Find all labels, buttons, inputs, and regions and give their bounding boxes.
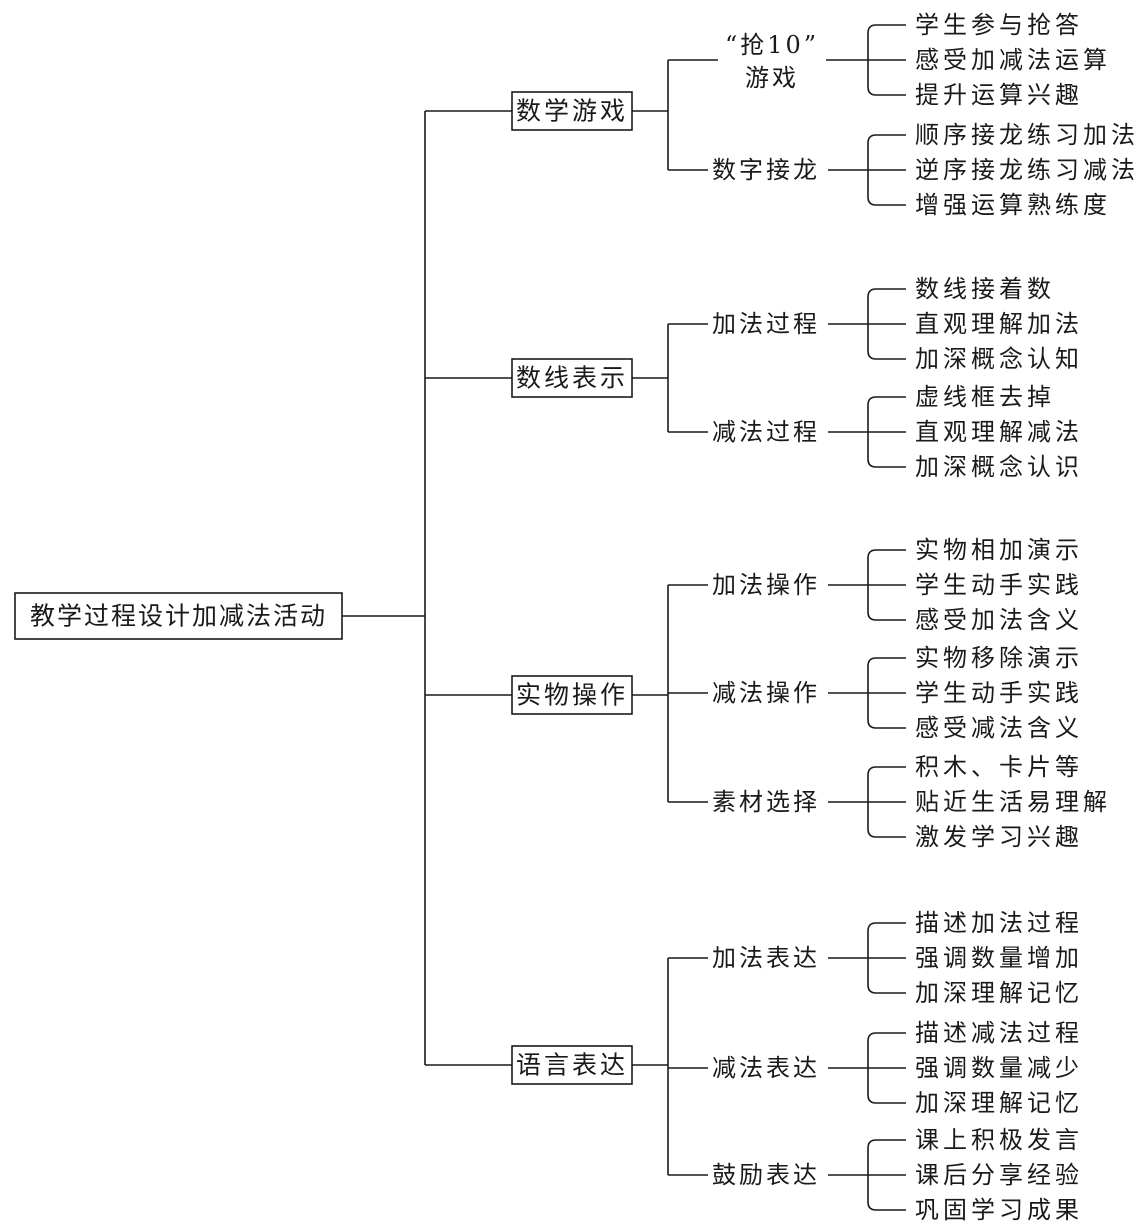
leaf-label-3-2-1: 课后分享经验: [915, 1161, 1083, 1189]
leaf-label-2-0-1: 学生动手实践: [915, 571, 1083, 599]
root-node-box: [14, 592, 343, 640]
leaf-label-3-1-2: 加深理解记忆: [915, 1089, 1083, 1117]
subtopic-label-2-1: 减法操作: [712, 679, 820, 707]
leaf-label-0-0-0: 学生参与抢答: [915, 11, 1083, 39]
leaf-label-2-2-1: 贴近生活易理解: [915, 788, 1111, 816]
leaf-label-3-1-0: 描述减法过程: [915, 1019, 1083, 1047]
category-box-3: [511, 1045, 633, 1085]
subtopic-label-3-0: 加法表达: [712, 944, 820, 972]
leaf-label-0-0-1: 感受加减法运算: [915, 46, 1111, 74]
category-label-1: 数线表示: [516, 364, 628, 393]
leaf-label-2-1-1: 学生动手实践: [915, 679, 1083, 707]
subtopic-label-3-1: 减法表达: [712, 1054, 820, 1082]
subtopic-label-1-0: 加法过程: [712, 310, 820, 338]
leaf-label-3-2-0: 课上积极发言: [915, 1126, 1083, 1154]
subtopic-label-2-0: 加法操作: [712, 571, 820, 599]
subtopic-label-0-0-0: “抢10”: [725, 31, 819, 59]
leaf-label-3-2-2: 巩固学习成果: [915, 1196, 1083, 1224]
leaf-label-0-1-1: 逆序接龙练习减法: [915, 156, 1137, 184]
leaf-label-2-1-2: 感受减法含义: [915, 714, 1083, 742]
leaf-label-1-1-0: 虚线框去掉: [915, 383, 1055, 411]
leaf-label-0-0-2: 提升运算兴趣: [915, 81, 1083, 109]
subtopic-label-0-0-1: 游戏: [745, 64, 799, 92]
diagram-nodes: 教学过程设计加减法活动 数学游戏 “抢10” 游戏 学生参与抢答感受加减法运算提升运算兴…: [14, 11, 1137, 1224]
leaf-label-2-2-0: 积木、卡片等: [915, 753, 1083, 781]
leaf-label-1-0-0: 数线接着数: [915, 275, 1055, 303]
leaf-label-2-0-0: 实物相加演示: [915, 536, 1083, 564]
root-node-label: 教学过程设计加减法活动: [30, 602, 327, 631]
leaf-label-3-0-1: 强调数量增加: [915, 944, 1083, 972]
category-box-2: [511, 675, 633, 715]
category-box-1: [511, 358, 633, 398]
category-label-0: 数学游戏: [516, 97, 628, 126]
category-label-2: 实物操作: [516, 681, 628, 710]
subtopic-label-0-1: 数字接龙: [712, 156, 820, 184]
leaf-label-0-1-0: 顺序接龙练习加法: [915, 121, 1137, 149]
subtopic-label-2-2: 素材选择: [712, 788, 820, 816]
leaf-label-1-0-1: 直观理解加法: [915, 310, 1083, 338]
subtopic-label-1-1: 减法过程: [712, 418, 820, 446]
leaf-label-2-1-0: 实物移除演示: [915, 644, 1083, 672]
category-box-0: [511, 91, 633, 131]
leaf-label-3-1-1: 强调数量减少: [915, 1054, 1083, 1082]
leaf-label-2-0-2: 感受加法含义: [915, 606, 1083, 634]
leaf-label-3-0-2: 加深理解记忆: [915, 979, 1083, 1007]
leaf-label-3-0-0: 描述加法过程: [915, 909, 1083, 937]
leaf-label-1-0-2: 加深概念认知: [915, 345, 1083, 373]
leaf-label-1-1-2: 加深概念认识: [915, 453, 1083, 481]
leaf-label-2-2-2: 激发学习兴趣: [915, 823, 1083, 851]
category-label-3: 语言表达: [516, 1051, 628, 1080]
subtopic-label-3-2: 鼓励表达: [712, 1161, 820, 1189]
leaf-label-1-1-1: 直观理解减法: [915, 418, 1083, 446]
leaf-label-0-1-2: 增强运算熟练度: [915, 191, 1111, 219]
connector-lines: [342, 24, 906, 1211]
